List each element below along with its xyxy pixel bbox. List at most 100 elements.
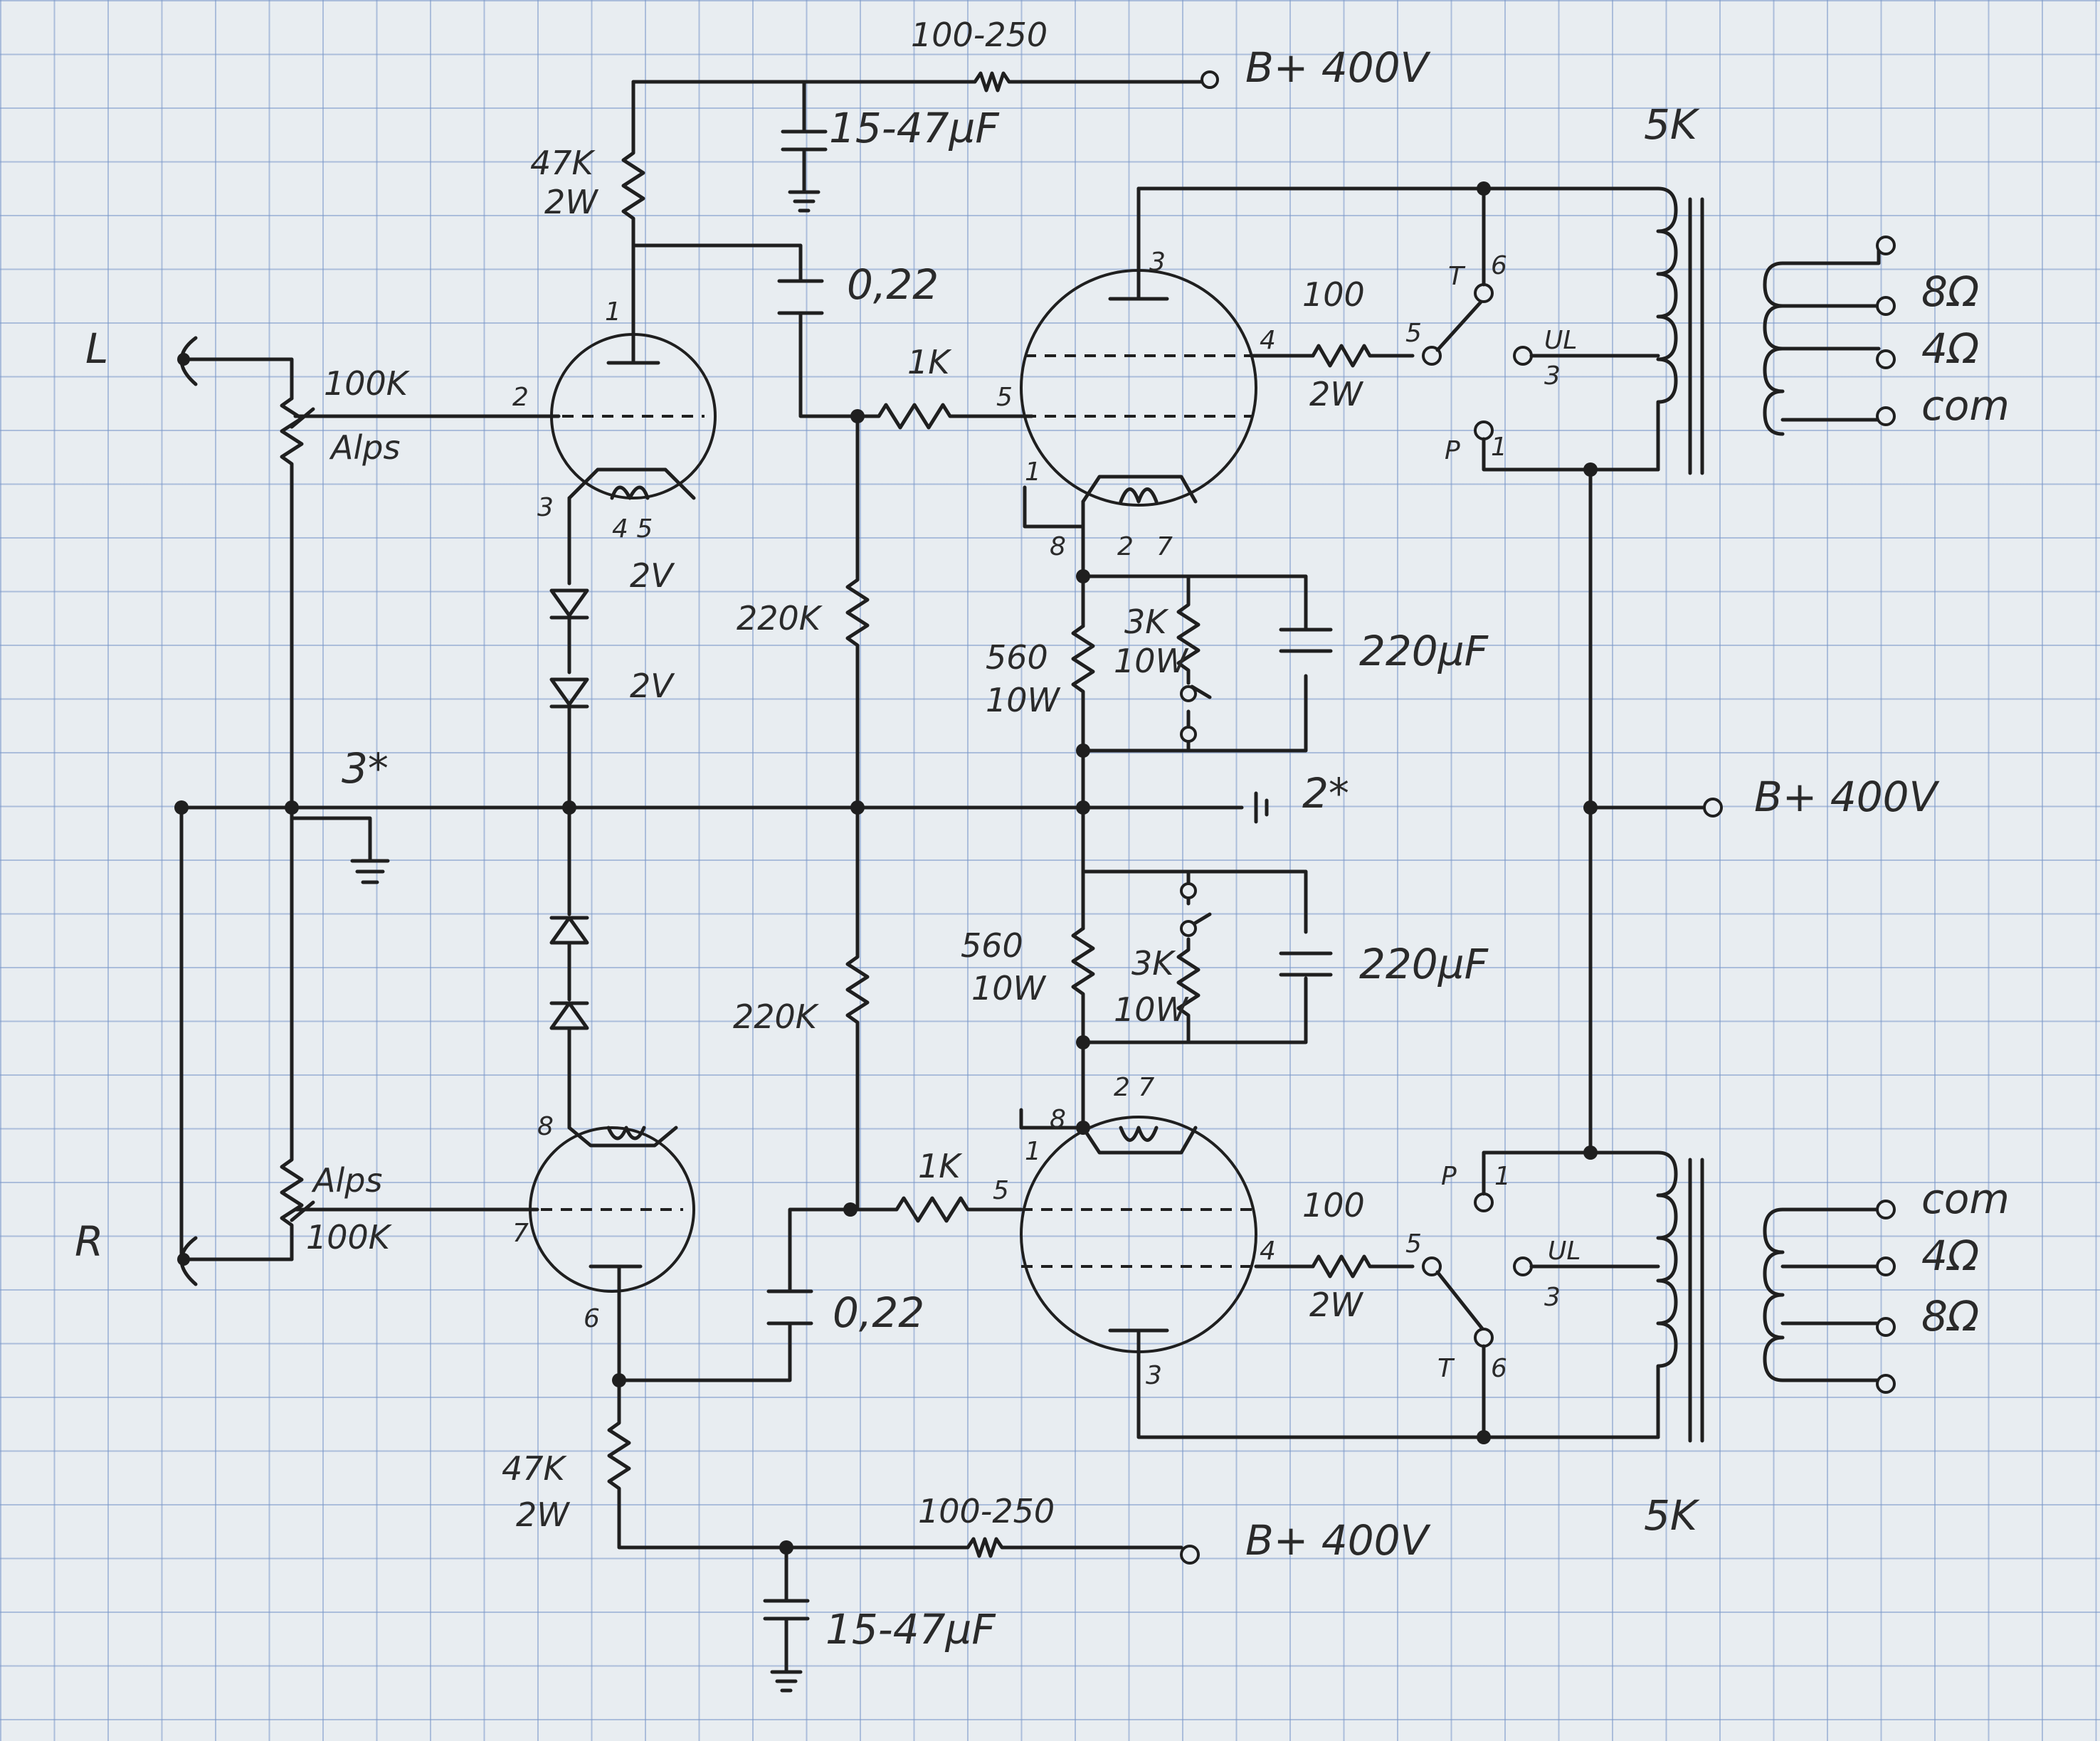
label-10w-3k-bot: 10W	[1114, 990, 1189, 1029]
label-bot-cap: 15-47µF	[825, 1605, 996, 1653]
label-channel-L: L	[85, 324, 108, 373]
switch-top-terminal-3[interactable]	[1513, 346, 1533, 366]
jack-tip	[177, 353, 190, 366]
switch-bot-lever[interactable]	[1435, 1270, 1486, 1333]
wiper	[290, 407, 561, 429]
pin-label: 2	[512, 383, 529, 412]
label-tap-com-top: com	[1921, 381, 2010, 430]
switch-top-terminal-1[interactable]	[1474, 420, 1494, 440]
label-560-bot: 560	[961, 926, 1023, 965]
label-xfmr-bot: 5K	[1644, 1491, 1700, 1540]
resistor-560-top	[1071, 624, 1095, 810]
switch-contact[interactable]	[1180, 685, 1197, 702]
label-2w-r100-top: 2W	[1309, 375, 1363, 413]
label-100-top: 100	[1302, 275, 1365, 314]
wire	[781, 80, 828, 213]
ground-rail	[179, 791, 1269, 824]
wire	[1136, 186, 1660, 472]
switch-bot-terminal-1[interactable]	[1474, 1192, 1494, 1212]
label-switch-P-top: P	[1445, 436, 1460, 465]
label-100-bot: 100	[1302, 1186, 1365, 1224]
pin-label: 1	[1025, 1137, 1041, 1166]
wiper	[290, 1200, 539, 1222]
led-top-2	[549, 677, 589, 709]
label-ground-note: 3*	[342, 744, 389, 793]
label-cap022-top: 0,22	[847, 260, 939, 309]
resistor-3k-top	[1176, 574, 1201, 685]
label-channel-R: R	[75, 1217, 103, 1266]
cap-220uf-bot	[1279, 951, 1333, 977]
junction	[1076, 1121, 1090, 1135]
decoupling-cap-bot	[763, 1545, 810, 1693]
label-3k-bot: 3K	[1131, 944, 1176, 983]
switch-top-terminal-5[interactable]	[1422, 346, 1442, 366]
jack-tip	[177, 1253, 190, 1266]
pin-label: 5	[993, 1176, 1009, 1205]
switch-top-terminal-6[interactable]	[1474, 283, 1494, 303]
pin-label: 2 7	[1114, 1073, 1154, 1102]
label-10w-560-bot: 10W	[971, 969, 1047, 1007]
label-bot-res: 100-250	[918, 1492, 1055, 1530]
label-pot-top-brand: Alps	[329, 428, 400, 467]
label-tap-8-bot: 8Ω	[1921, 1292, 1979, 1340]
wire	[631, 243, 856, 418]
label-cap220-bot: 220µF	[1359, 940, 1489, 988]
pin-label: 6	[1491, 251, 1507, 280]
label-tap-4-bot: 4Ω	[1921, 1232, 1979, 1280]
switch-bot-terminal-6[interactable]	[1474, 1328, 1494, 1348]
plate	[589, 1264, 643, 1382]
label-top-bplus: B+ 400V	[1245, 43, 1432, 92]
switch-bot-terminal-5[interactable]	[1422, 1256, 1442, 1276]
resistor-220k-bot	[845, 805, 870, 1212]
label-led-2v-1: 2V	[630, 556, 675, 595]
label-mid-bplus: B+ 400V	[1754, 773, 1941, 821]
grid	[1025, 354, 1252, 418]
resistor-560-bot	[1071, 926, 1095, 1130]
output-terminal[interactable]	[1876, 236, 1896, 255]
tube-pentode-top	[1020, 269, 1257, 507]
label-xfmr-top: 5K	[1644, 100, 1700, 149]
label-tap-com-bot: com	[1921, 1175, 2010, 1223]
label-220k-bot: 220K	[733, 997, 820, 1036]
label-cap220-top: 220µF	[1359, 627, 1489, 675]
label-pot-bot-value: 100K	[306, 1218, 393, 1256]
label-switch-T-bot: T	[1437, 1354, 1455, 1383]
output-terminal-4ohm-bot[interactable]	[1876, 1256, 1896, 1276]
label-560-top: 560	[986, 638, 1048, 677]
switch-top-lever[interactable]	[1435, 297, 1486, 352]
output-terminal[interactable]	[1876, 1374, 1896, 1394]
pin-label: 5	[1405, 319, 1422, 348]
output-terminal-8ohm-top[interactable]	[1876, 296, 1896, 316]
wire	[1081, 805, 1308, 1044]
wire	[617, 1207, 853, 1382]
cap-220uf-top	[1279, 628, 1333, 653]
junction	[1583, 462, 1598, 477]
pin-label: 1	[605, 297, 621, 327]
pin-label: 6	[1491, 1354, 1507, 1383]
label-tap-4-top: 4Ω	[1921, 324, 1979, 373]
output-terminal-8ohm-bot[interactable]	[1876, 1317, 1896, 1337]
resistor-1k-top	[855, 403, 1034, 430]
terminal-bplus-bot[interactable]	[1180, 1545, 1200, 1565]
output-terminal-com-bot[interactable]	[1876, 1200, 1896, 1219]
pin-label: 1	[1494, 1162, 1511, 1191]
label-top-res: 100-250	[911, 16, 1048, 54]
label-switch-UL-bot: UL	[1548, 1237, 1581, 1266]
pin-label: 3	[1544, 1283, 1561, 1312]
label-switch-P-bot: P	[1441, 1162, 1457, 1191]
label-10w-560-top: 10W	[986, 681, 1061, 719]
transformer-bot-primary	[1656, 1150, 1678, 1439]
output-terminal-4ohm-top[interactable]	[1876, 349, 1896, 369]
switch-bot-terminal-3[interactable]	[1513, 1256, 1533, 1276]
resistor-220k-top	[845, 414, 870, 810]
switch-contact[interactable]	[1180, 726, 1197, 743]
label-switch-T-top: T	[1448, 262, 1466, 291]
pin-label: 8	[1050, 1105, 1066, 1134]
output-terminal-com-top[interactable]	[1876, 406, 1896, 426]
switch-contact[interactable]	[1180, 920, 1197, 937]
terminal-bplus-top[interactable]	[1201, 70, 1219, 89]
pin-label: 7	[1156, 532, 1173, 561]
core	[1688, 197, 1704, 475]
switch-contact[interactable]	[1180, 882, 1197, 899]
terminal-bplus-mid[interactable]	[1703, 798, 1723, 817]
